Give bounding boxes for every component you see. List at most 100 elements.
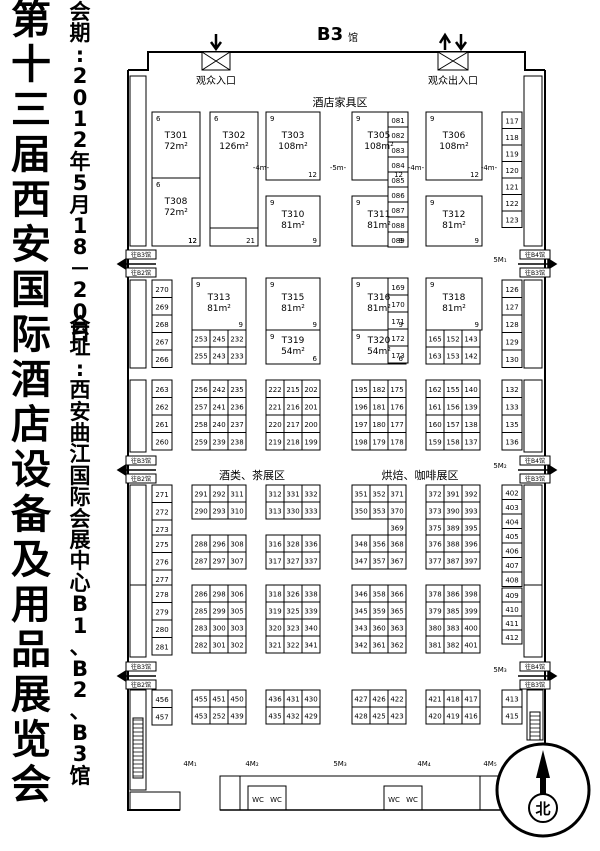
title-char: 十 xyxy=(11,42,51,88)
booth-number: 216 xyxy=(286,403,300,411)
aisle-width: 4M₄ xyxy=(417,760,430,768)
booth-grid xyxy=(227,346,247,365)
booth-number: 169 xyxy=(391,284,404,292)
booth-t312 xyxy=(425,195,483,247)
venue-char: 江 xyxy=(69,442,91,467)
booth-number: 436 xyxy=(268,696,282,704)
direction-arrow-left-icon xyxy=(116,669,156,683)
booth-number: 243 xyxy=(212,353,225,361)
booth-number: 356 xyxy=(372,541,386,549)
booth-number: 398 xyxy=(464,591,477,599)
booth-area: 81m² xyxy=(442,221,466,231)
aisle-width: -5m- xyxy=(330,164,347,172)
booth-number: 132 xyxy=(505,386,518,394)
booth-number: 318 xyxy=(268,591,281,599)
booth-number: 366 xyxy=(390,591,404,599)
booth-number: 119 xyxy=(505,150,518,158)
booth-number: 336 xyxy=(304,541,318,549)
booth-number: 126 xyxy=(505,286,519,294)
booth-id: T319 xyxy=(281,336,305,346)
booth-number: 282 xyxy=(194,642,207,650)
booth-number: 182 xyxy=(372,386,385,394)
booth-id: T305 xyxy=(367,131,391,141)
booth-left xyxy=(151,707,173,726)
booth-number: 255 xyxy=(194,353,207,361)
booth-number: 310 xyxy=(230,508,243,516)
booth-number: 273 xyxy=(155,526,168,534)
booth-width: 9 xyxy=(239,321,243,329)
booth-number: 428 xyxy=(354,713,367,721)
dates-char: 2 xyxy=(72,64,88,89)
booth-number: 422 xyxy=(390,696,403,704)
aisle-width: 5M₂ xyxy=(493,462,506,470)
dates-char: 0 xyxy=(72,85,88,110)
dates-char: 2 xyxy=(72,128,88,153)
booth-number: 432 xyxy=(286,713,299,721)
wc-label: WC xyxy=(270,796,282,804)
to-b3-label: 往B3馆 xyxy=(525,475,545,483)
dates-char: 0 xyxy=(72,299,88,324)
direction-sign xyxy=(125,267,157,278)
booth-depth: 6 xyxy=(156,115,161,123)
booth-number: 426 xyxy=(372,696,386,704)
booth-t303 xyxy=(265,111,321,181)
booth-number: 425 xyxy=(372,713,385,721)
booth-number: 219 xyxy=(268,438,281,446)
booth-number: 365 xyxy=(390,608,403,616)
booth-number: 331 xyxy=(286,491,299,499)
booth-number: 405 xyxy=(505,533,518,541)
booth-number: 417 xyxy=(464,696,477,704)
booth-depth: 6 xyxy=(156,181,161,189)
booth-left xyxy=(151,349,173,368)
venue-char: 馆 xyxy=(69,763,91,788)
booth-t306 xyxy=(425,111,483,181)
venue-char: : xyxy=(75,356,85,381)
booth-number: 313 xyxy=(268,508,281,516)
booth-number: 326 xyxy=(286,591,300,599)
booth-number: 350 xyxy=(354,508,367,516)
booth-depth: 9 xyxy=(356,281,360,289)
booth-number: 332 xyxy=(304,491,317,499)
booth-width: 9 xyxy=(313,237,317,245)
booth-number: 453 xyxy=(194,713,207,721)
entrance-right-label: 观众出入口 xyxy=(428,74,478,87)
booth-number: 420 xyxy=(428,713,441,721)
booth-depth: 9 xyxy=(356,333,360,341)
booth-number: 257 xyxy=(194,403,207,411)
booth-number: 341 xyxy=(304,642,317,650)
booth-number: 288 xyxy=(194,541,207,549)
booth-number: 278 xyxy=(155,591,168,599)
booth-number: 327 xyxy=(286,558,299,566)
booth-id: T315 xyxy=(281,293,305,303)
booth-area: 81m² xyxy=(367,304,391,314)
booth-number: 197 xyxy=(354,421,367,429)
booth-number: 081 xyxy=(391,117,404,125)
entrance-right xyxy=(437,32,469,71)
booth-number: 431 xyxy=(286,696,299,704)
booth-number: 162 xyxy=(428,386,441,394)
booth-number: 319 xyxy=(268,608,281,616)
booth-number: 135 xyxy=(505,421,518,429)
booth-depth: 9 xyxy=(270,333,274,341)
booth-number: 292 xyxy=(212,491,225,499)
wall-strip xyxy=(523,584,543,658)
title-char: 用 xyxy=(11,582,51,628)
booth-number: 360 xyxy=(372,625,385,633)
title-char: 及 xyxy=(11,537,51,583)
hall-name: B3 xyxy=(317,24,343,45)
direction-sign xyxy=(125,661,157,672)
to-b3-label: 往B3馆 xyxy=(525,269,545,277)
wc-left-block xyxy=(247,785,287,811)
booth-width: 12 xyxy=(470,171,479,179)
booth-number: 235 xyxy=(230,386,243,394)
booth-id: T320 xyxy=(367,336,391,346)
booth-number: 435 xyxy=(268,713,281,721)
title-char: 届 xyxy=(11,132,51,178)
booth-number: 161 xyxy=(428,403,441,411)
booth-number: 260 xyxy=(155,438,168,446)
to-b3-label: 往B3馆 xyxy=(131,251,151,259)
booth-number: 156 xyxy=(446,403,460,411)
dates-char: 5 xyxy=(72,171,88,196)
booth-number: 199 xyxy=(304,438,317,446)
wall-strip xyxy=(129,584,147,658)
